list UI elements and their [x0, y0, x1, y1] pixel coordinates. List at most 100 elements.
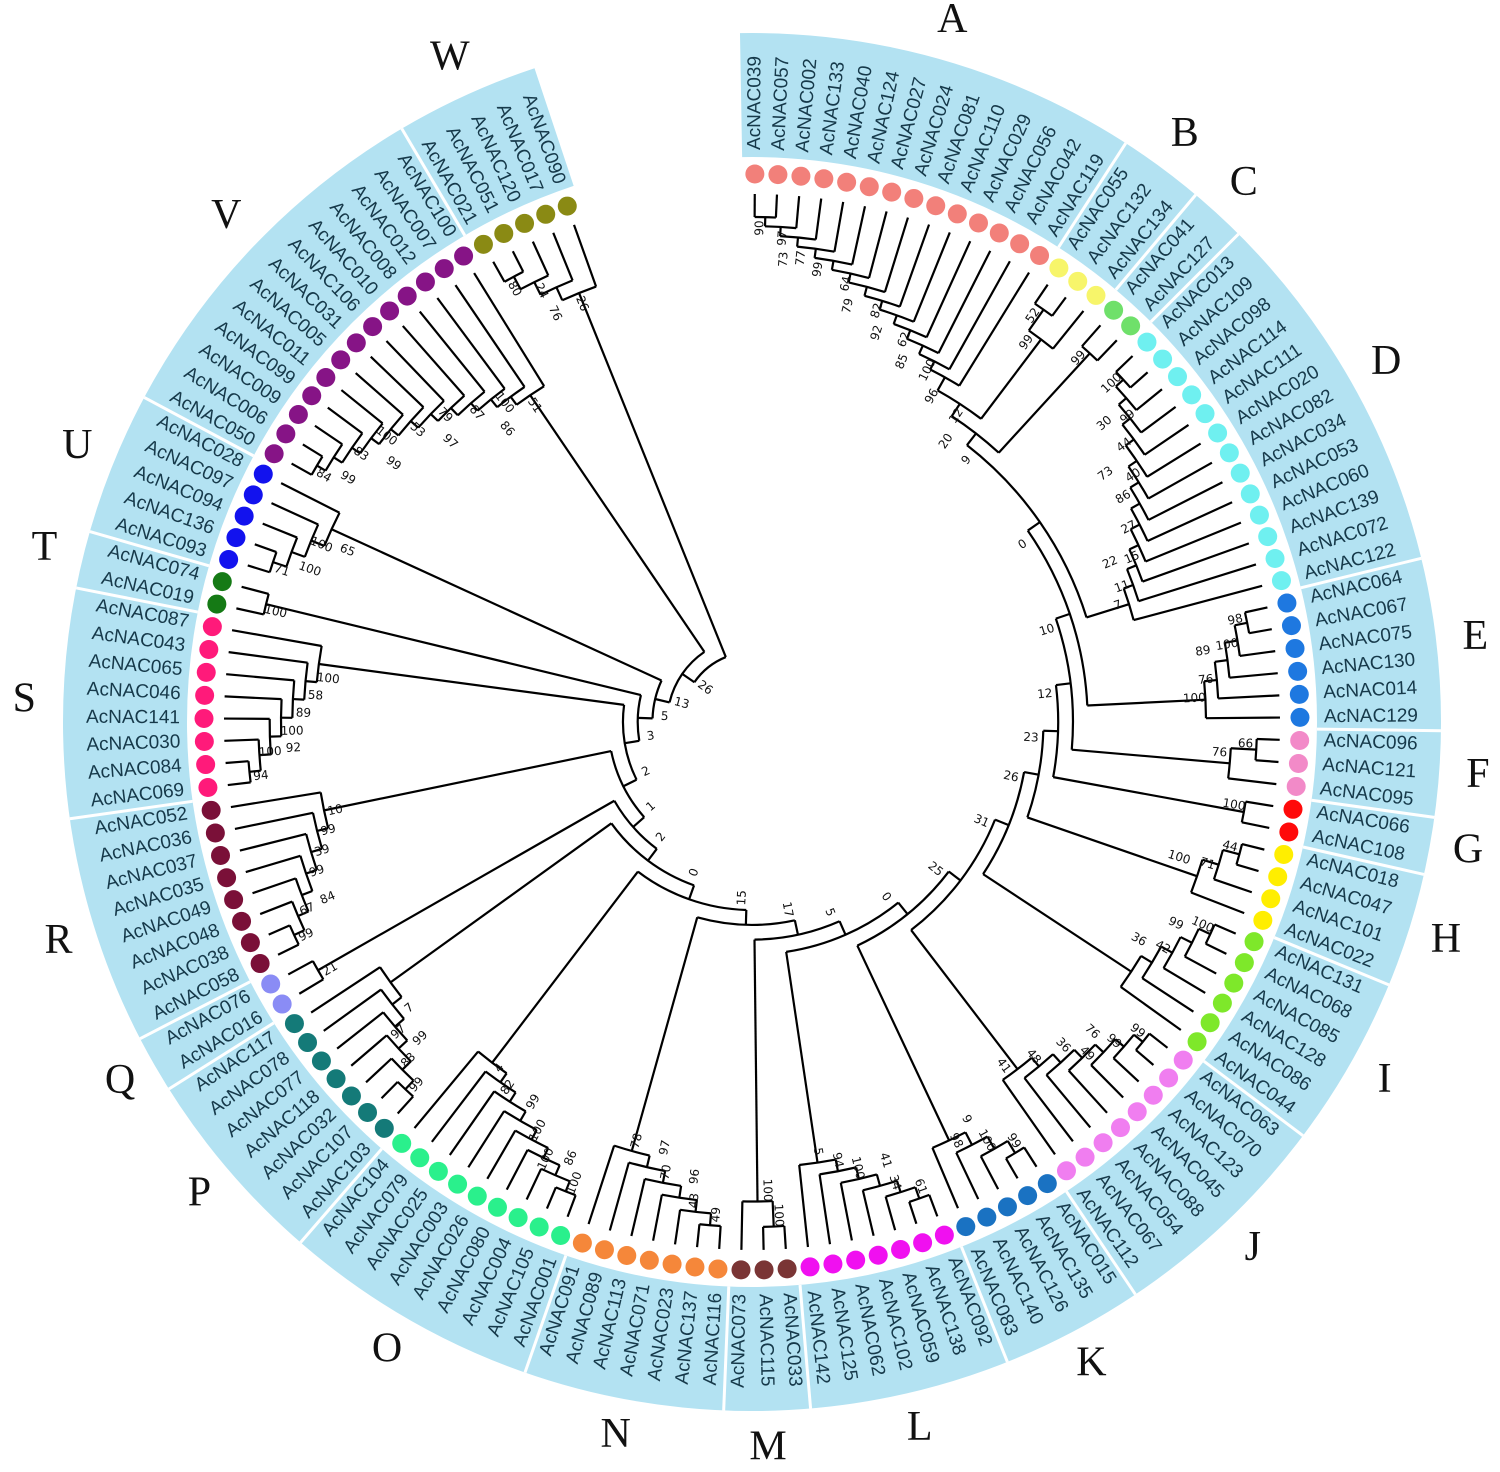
branch — [457, 390, 486, 417]
branch — [314, 424, 343, 446]
clade-letter-H: H — [1431, 916, 1461, 962]
branch — [519, 1110, 527, 1122]
clade-separator — [143, 396, 255, 458]
branch — [385, 340, 445, 402]
leaf-label: AcNAC014 — [1323, 677, 1418, 703]
branch — [1130, 523, 1141, 531]
branch — [291, 550, 306, 558]
bootstrap-value: 99 — [410, 1028, 431, 1049]
clade-separator — [1057, 142, 1128, 249]
branch — [262, 522, 298, 539]
branch — [470, 402, 479, 412]
leaf-marker-R — [224, 890, 244, 910]
bootstrap-value: 92 — [285, 740, 301, 755]
leaf-label: AcNAC115 — [755, 1294, 778, 1387]
leaf-marker-D — [1219, 443, 1239, 463]
leaf-marker-H — [1274, 844, 1294, 864]
branch — [323, 988, 382, 1032]
branch — [279, 699, 283, 737]
leaf-label: AcNAC030 — [86, 731, 181, 755]
backbone-branch — [630, 917, 699, 1152]
branch — [499, 1072, 508, 1083]
branch — [259, 753, 271, 757]
bootstrap-value: 76 — [1211, 745, 1227, 760]
bootstrap-value: 99 — [296, 925, 316, 944]
leaf-marker-V — [363, 317, 383, 337]
leaf-marker-G — [1279, 822, 1299, 842]
branch — [644, 1177, 682, 1188]
bootstrap-value: 100 — [1166, 847, 1192, 867]
branch — [863, 286, 868, 297]
branch — [864, 294, 901, 308]
backbone-branch — [265, 603, 642, 697]
backbone-branch — [318, 662, 625, 706]
branch — [1112, 1057, 1140, 1083]
bootstrap-value: 3 — [646, 728, 656, 743]
branch — [257, 739, 262, 771]
branch — [354, 372, 404, 416]
branch — [1202, 858, 1219, 866]
branch — [298, 978, 324, 995]
label-band-arc — [63, 33, 1441, 1411]
leaf-label: AcNAC057 — [768, 56, 793, 151]
branch — [305, 868, 318, 875]
leaf-marker-L — [913, 1233, 933, 1253]
bootstrap-value: 100 — [564, 1170, 585, 1196]
branch — [1005, 1157, 1019, 1179]
backbone-branch — [491, 870, 639, 1064]
backbone-branch — [936, 376, 946, 391]
branch — [511, 250, 525, 273]
leaf-marker-B — [1068, 271, 1088, 291]
leaf-marker-S — [199, 639, 219, 659]
branch — [1214, 659, 1228, 663]
branch — [1228, 777, 1277, 786]
bootstrap-value: 9 — [959, 1112, 975, 1125]
leaf-marker-D — [1137, 332, 1157, 352]
branch — [1133, 584, 1263, 622]
branch — [252, 877, 297, 895]
branch — [394, 1018, 405, 1028]
branch — [1140, 955, 1153, 964]
bootstrap-value: 70 — [657, 1163, 674, 1181]
clade-separator — [523, 1254, 568, 1374]
leaf-marker-S — [198, 777, 218, 797]
branch — [1148, 1032, 1169, 1049]
backbone-branch — [1071, 748, 1230, 765]
leaf-marker-M — [777, 1259, 797, 1279]
leaf-marker-A — [791, 166, 811, 186]
branch — [875, 1174, 882, 1187]
branch — [884, 1196, 897, 1231]
branch — [694, 1199, 698, 1212]
clade-separator — [722, 1286, 731, 1411]
leaf-marker-A — [882, 182, 902, 202]
bootstrap-value: 66 — [1238, 736, 1254, 751]
branch — [1027, 309, 1045, 332]
branch — [254, 543, 277, 554]
bootstrap-value: 94 — [830, 1151, 847, 1169]
branch — [931, 1147, 959, 1209]
branch — [417, 400, 445, 429]
branch — [914, 1186, 921, 1199]
leaf-marker-V — [276, 424, 296, 444]
leaf-marker-I — [1244, 932, 1264, 952]
leaf-marker-A — [814, 169, 834, 189]
clade-separator — [798, 1284, 813, 1409]
backbone-branch — [1055, 612, 1071, 620]
backbone-branch — [1023, 770, 1039, 776]
branch — [1235, 843, 1244, 865]
branch — [1030, 1057, 1040, 1068]
branch — [1033, 283, 1049, 305]
branch — [1028, 329, 1054, 350]
leaf-marker-B — [1049, 258, 1069, 278]
leaf-marker-I — [1200, 1013, 1220, 1033]
backbone-branch — [982, 873, 1132, 973]
branch — [652, 1194, 663, 1241]
leaf-marker-D — [1208, 423, 1228, 443]
branch — [937, 250, 992, 354]
branch — [509, 396, 518, 406]
leaf-marker-L — [934, 1225, 954, 1245]
branch — [301, 889, 313, 897]
branch — [527, 1148, 561, 1167]
branch — [227, 781, 251, 787]
branch — [1230, 747, 1257, 751]
